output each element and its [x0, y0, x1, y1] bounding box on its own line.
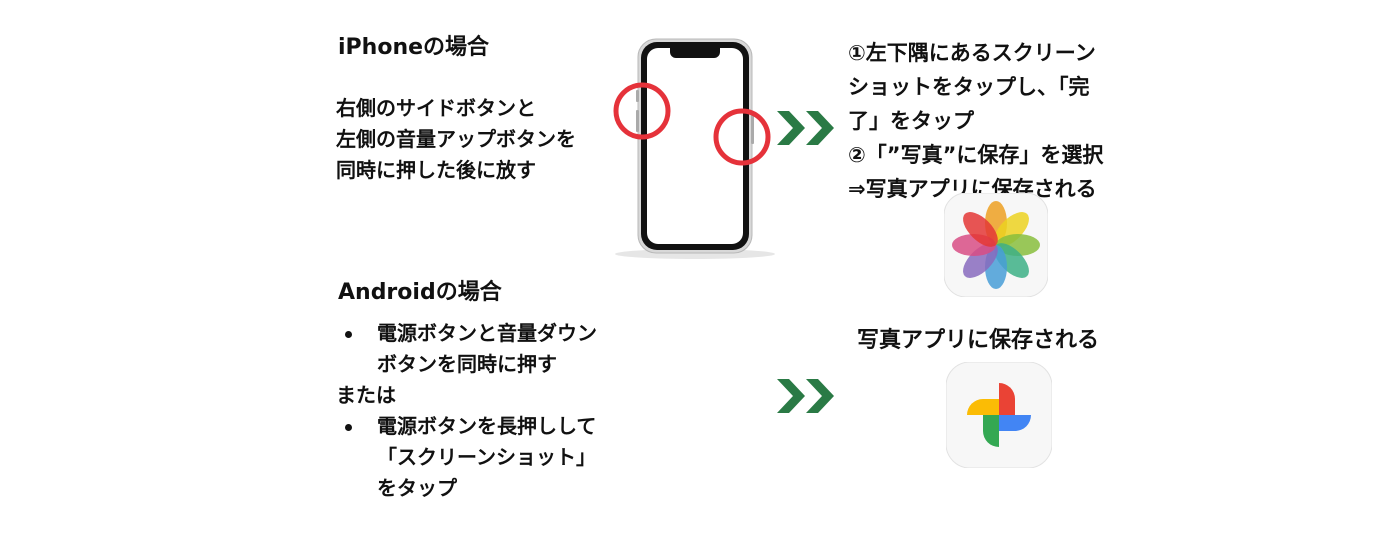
android-instructions: 電源ボタンと音量ダウン ボタンを同時に押す または 電源ボタンを長押しして 「ス…: [336, 318, 597, 504]
android-bullet-line: をタップ: [377, 476, 457, 500]
apple-photos-icon: [944, 193, 1048, 297]
arrow-icon: [777, 379, 834, 413]
iphone-step-line: 了」をタップ: [848, 109, 974, 133]
iphone-instruction-line: 左側の音量アップボタンを: [336, 127, 576, 151]
iphone-step-line: ①左下隅にあるスクリーン: [848, 41, 1096, 65]
android-bullet-line: 電源ボタンと音量ダウン: [377, 321, 597, 345]
android-result-text: 写真アプリに保存される: [857, 328, 1100, 353]
google-photos-icon: [946, 362, 1052, 468]
android-bullet-line: 電源ボタンを長押しして: [377, 414, 597, 438]
android-bullet-item: 電源ボタンと音量ダウン ボタンを同時に押す: [336, 318, 597, 380]
iphone-instructions: 右側のサイドボタンと 左側の音量アップボタンを 同時に押した後に放す: [336, 93, 576, 186]
volume-button-highlight: [613, 82, 671, 140]
android-bullet-list: 電源ボタンを長押しして 「スクリーンショット」 をタップ: [336, 411, 597, 504]
android-heading: Androidの場合: [338, 280, 502, 305]
side-button-highlight: [713, 108, 771, 166]
arrow-icon: [777, 111, 834, 145]
iphone-heading: iPhoneの場合: [338, 35, 490, 60]
android-bullet-line: ボタンを同時に押す: [377, 352, 557, 376]
iphone-instruction-line: 右側のサイドボタンと: [336, 96, 536, 120]
iphone-steps: ①左下隅にあるスクリーン ショットをタップし、「完 了」をタップ ②「”写真”に…: [848, 36, 1103, 206]
android-bullet-list: 電源ボタンと音量ダウン ボタンを同時に押す: [336, 318, 597, 380]
iphone-instruction-line: 同時に押した後に放す: [336, 158, 536, 182]
android-bullet-item: 電源ボタンを長押しして 「スクリーンショット」 をタップ: [336, 411, 597, 504]
iphone-illustration: [613, 38, 775, 259]
android-bullet-line: 「スクリーンショット」: [377, 445, 596, 469]
android-or-text: または: [336, 383, 396, 407]
iphone-step-line: ②「”写真”に保存」を選択: [848, 143, 1104, 167]
iphone-step-line: ショットをタップし、「完: [848, 75, 1090, 99]
